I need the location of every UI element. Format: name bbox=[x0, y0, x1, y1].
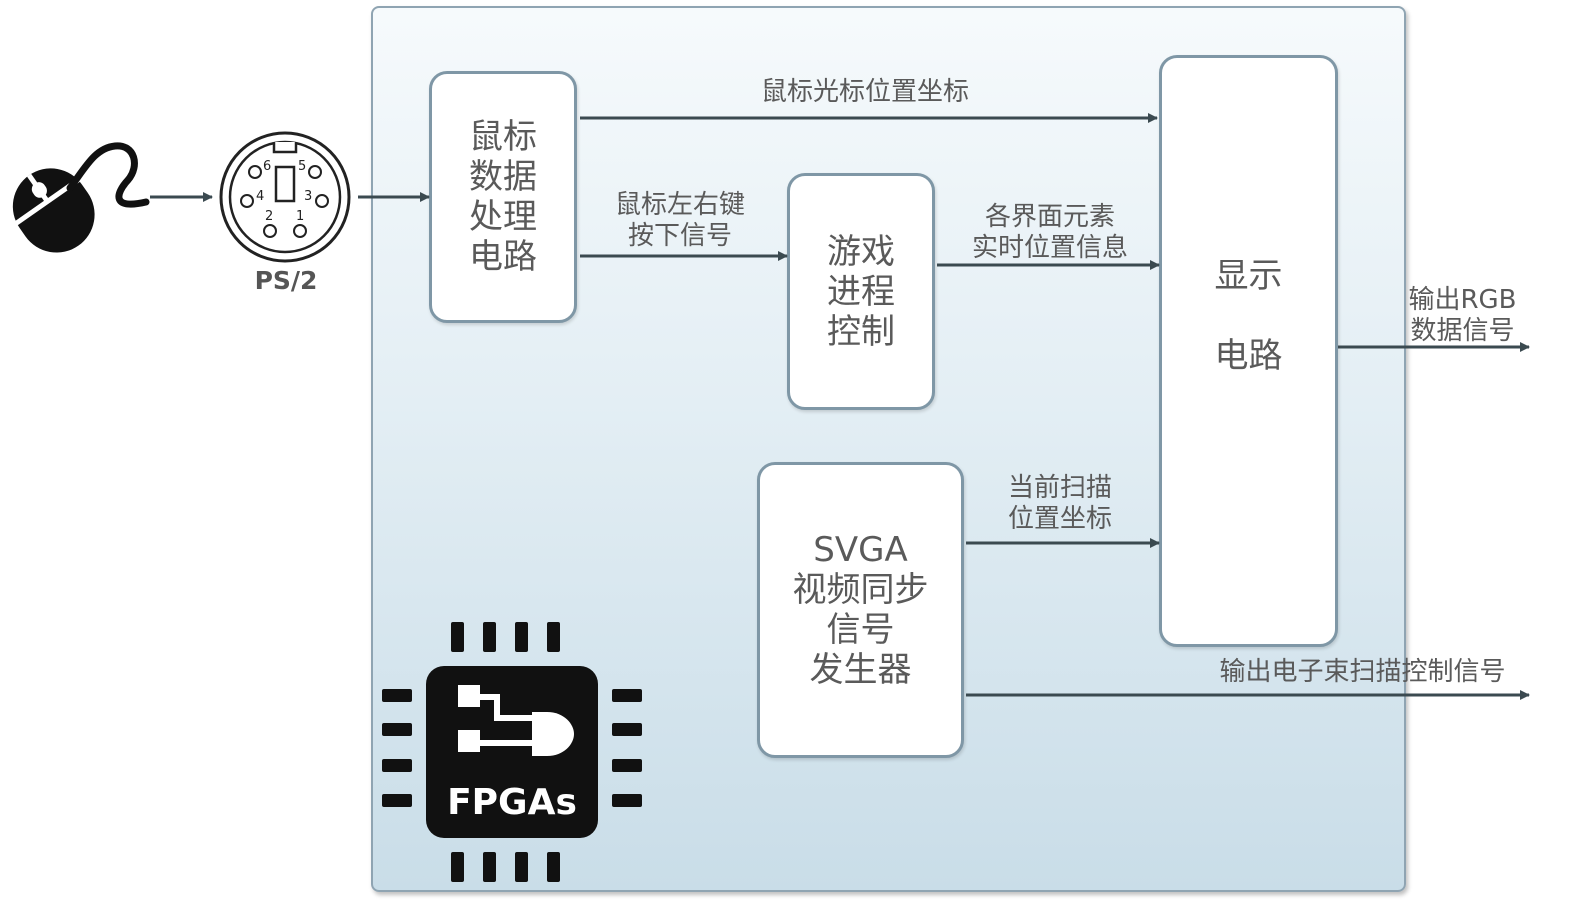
element-positions-label: 各界面元素 实时位置信息 bbox=[971, 202, 1128, 263]
fpga-chip-label: FPGAs bbox=[447, 782, 577, 823]
game-control-block: 游戏 进程 控制 bbox=[787, 173, 935, 410]
mouse-processing-block: 鼠标 数据 处理 电路 bbox=[429, 71, 577, 323]
pin-label: 1 bbox=[296, 209, 304, 224]
display-circuit-label: 显示 电路 bbox=[1214, 256, 1283, 376]
mouse-processing-label: 鼠标 数据 处理 电路 bbox=[469, 117, 537, 277]
mouse-icon bbox=[12, 142, 150, 253]
fpga-chip-icon: FPGAs bbox=[382, 622, 642, 882]
scan-position-label: 当前扫描 位置坐标 bbox=[1007, 473, 1112, 534]
pin-label: 2 bbox=[265, 209, 273, 224]
display-circuit-block: 显示 电路 bbox=[1159, 55, 1338, 647]
rgb-output-label: 输出RGB 数据信号 bbox=[1408, 285, 1517, 346]
pin-label: 5 bbox=[298, 159, 306, 174]
pin-label: 6 bbox=[263, 159, 271, 174]
beam-control-label: 输出电子束扫描控制信号 bbox=[1219, 657, 1506, 687]
pin-label: 3 bbox=[304, 189, 312, 204]
button-press-label: 鼠标左右键 按下信号 bbox=[614, 190, 745, 251]
game-control-label: 游戏 进程 控制 bbox=[827, 231, 895, 352]
cursor-position-label: 鼠标光标位置坐标 bbox=[760, 77, 969, 107]
ps2-label: PS/2 bbox=[254, 266, 318, 295]
svga-generator-block: SVGA 视频同步 信号 发生器 bbox=[757, 462, 964, 758]
ps2-connector-icon: 6 5 4 3 2 1 bbox=[219, 131, 351, 263]
pin-label: 4 bbox=[256, 189, 264, 204]
svga-generator-label: SVGA 视频同步 信号 发生器 bbox=[792, 530, 929, 690]
